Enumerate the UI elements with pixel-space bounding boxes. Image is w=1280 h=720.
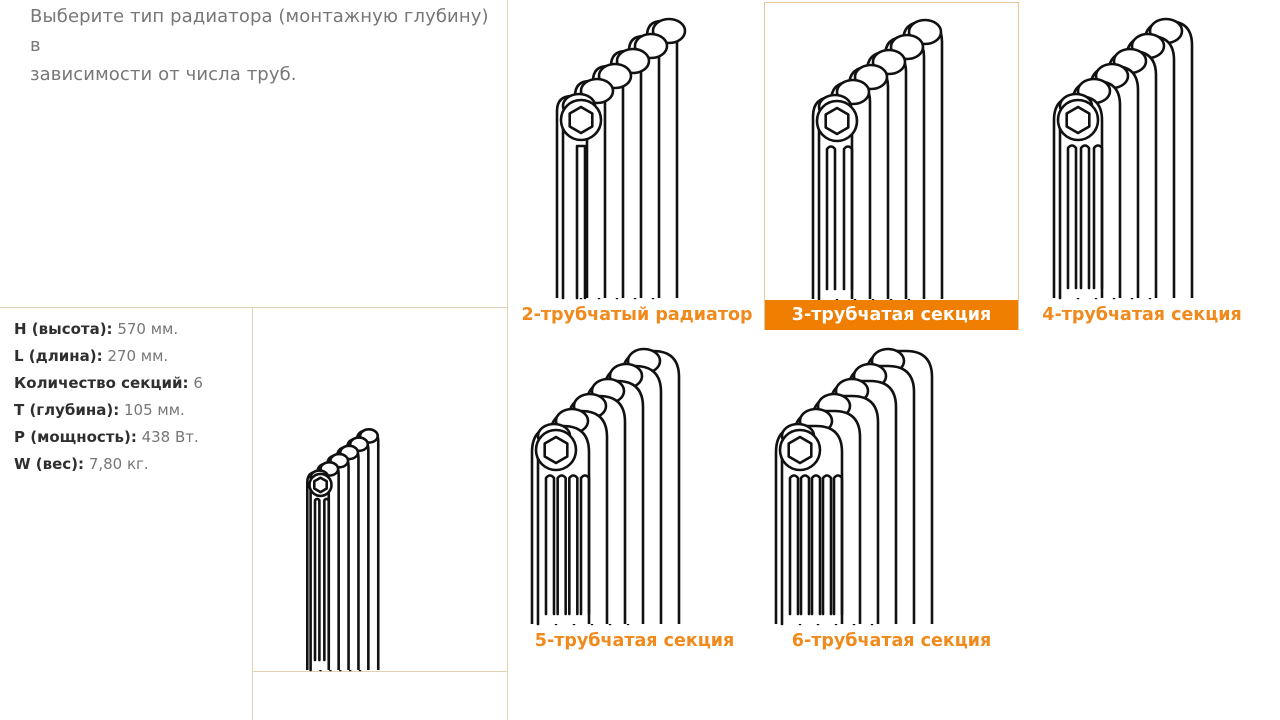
- spec-height: H (высота): 570 мм.: [14, 316, 244, 343]
- spec-depth: T (глубина): 105 мм.: [14, 397, 244, 424]
- option-6-tube-label: 6-трубчатая секция: [791, 631, 992, 651]
- option-4-tube-label: 4-трубчатая секция: [1042, 305, 1242, 325]
- option-3-tube[interactable]: 3-трубчатая секция: [764, 2, 1019, 330]
- spec-depth-key: T (глубина):: [14, 401, 120, 419]
- spec-weight-key: W (вес):: [14, 455, 85, 473]
- radiator-2-tube-icon: [555, 17, 687, 300]
- spec-weight: W (вес): 7,80 кг.: [14, 451, 244, 478]
- specs-list: H (высота): 570 мм. L (длина): 270 мм. К…: [14, 316, 244, 478]
- divider-main: [507, 0, 508, 720]
- option-6-tube[interactable]: 6-трубчатая секция: [764, 332, 1019, 656]
- intro-text: Выберите тип радиатора (монтажную глубин…: [30, 2, 500, 89]
- radiator-preview-icon: [306, 428, 380, 672]
- spec-power-value: 438 Вт.: [141, 428, 199, 446]
- radiator-5-tube-icon: [530, 347, 681, 626]
- divider-preview-bottom: [252, 671, 507, 672]
- divider-specs: [0, 307, 507, 308]
- radiator-preview: [300, 420, 460, 672]
- spec-weight-value: 7,80 кг.: [88, 455, 149, 473]
- spec-power-key: P (мощность):: [14, 428, 137, 446]
- spec-length-value: 270 мм.: [107, 347, 169, 365]
- radiator-3-tube-icon: [811, 18, 944, 301]
- radiator-4-tube-icon: [1052, 17, 1194, 300]
- spec-power: P (мощность): 438 Вт.: [14, 424, 244, 451]
- intro-line-2: зависимости от числа труб.: [30, 64, 297, 85]
- spec-height-value: 570 мм.: [117, 320, 179, 338]
- spec-sections-key: Количество секций:: [14, 374, 189, 392]
- option-4-tube[interactable]: 4-трубчатая секция: [1022, 2, 1262, 330]
- spec-height-key: H (высота):: [14, 320, 113, 338]
- option-3-tube-label: 3-трубчатая секция: [765, 300, 1018, 330]
- divider-preview: [252, 307, 253, 720]
- spec-sections: Количество секций: 6: [14, 370, 244, 397]
- option-5-tube[interactable]: 5-трубчатая секция: [512, 332, 757, 656]
- option-2-tube[interactable]: 2-трубчатый радиатор: [517, 2, 757, 330]
- option-5-tube-label: 5-трубчатая секция: [534, 631, 735, 651]
- intro-line-1: Выберите тип радиатора (монтажную глубин…: [30, 6, 489, 56]
- spec-depth-value: 105 мм.: [124, 401, 185, 419]
- spec-length-key: L (длина):: [14, 347, 103, 365]
- spec-sections-value: 6: [193, 374, 203, 392]
- option-2-tube-label: 2-трубчатый радиатор: [521, 305, 753, 325]
- spec-length: L (длина): 270 мм.: [14, 343, 244, 370]
- radiator-6-tube-icon: [774, 347, 934, 626]
